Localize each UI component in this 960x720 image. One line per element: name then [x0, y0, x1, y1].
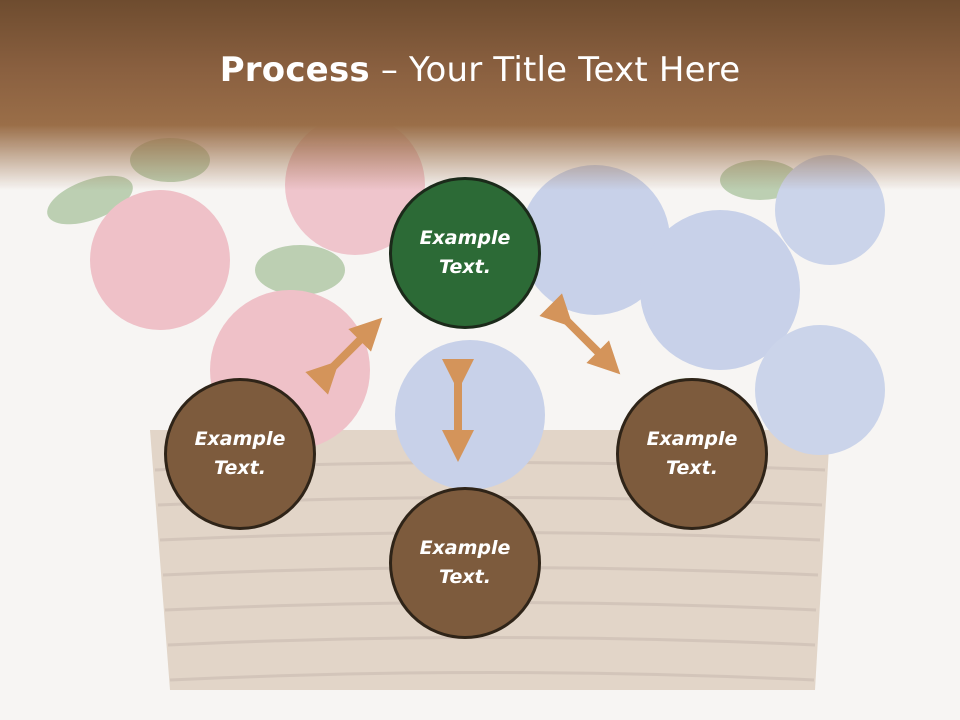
title-rest: – Your Title Text Here: [369, 50, 741, 90]
slide-title: Process – Your Title Text Here: [0, 50, 960, 90]
title-bold: Process: [219, 50, 370, 90]
title-band: [0, 0, 960, 200]
